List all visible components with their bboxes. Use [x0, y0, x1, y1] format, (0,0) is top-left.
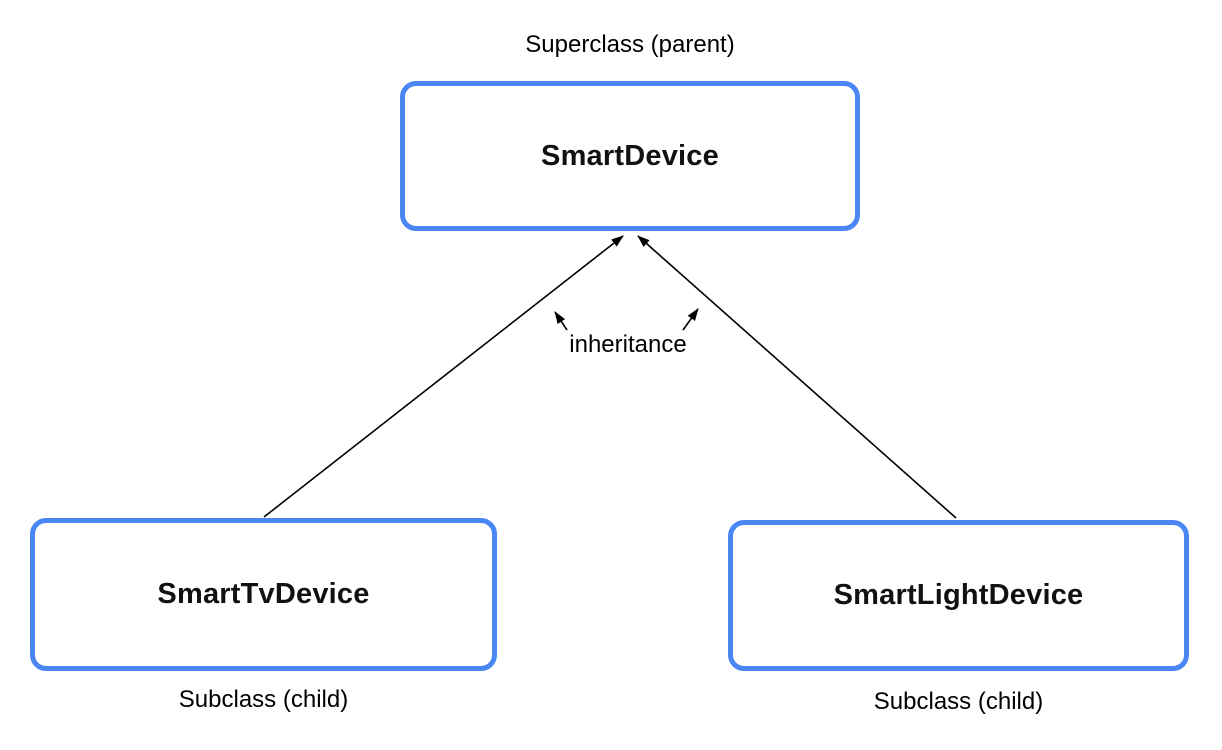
smartlightdevice-label: SmartLightDevice	[833, 579, 1084, 611]
superclass-role-label: Superclass (parent)	[525, 31, 735, 58]
inheritance-pointer-left	[554, 311, 568, 331]
subclass-role-label-left: Subclass (child)	[178, 686, 349, 713]
inheritance-arrow-right	[637, 235, 957, 519]
inheritance-pointer-right	[682, 308, 699, 331]
smarttvdevice-label: SmartTvDevice	[157, 578, 370, 610]
inheritance-arrow-left	[263, 235, 624, 518]
smarttvdevice-box: SmartTvDevice	[30, 518, 497, 671]
inheritance-label: inheritance	[569, 331, 687, 358]
smartdevice-box: SmartDevice	[400, 81, 860, 231]
smartlightdevice-box: SmartLightDevice	[728, 520, 1189, 671]
subclass-role-label-right: Subclass (child)	[873, 688, 1044, 715]
smartdevice-label: SmartDevice	[541, 139, 719, 172]
